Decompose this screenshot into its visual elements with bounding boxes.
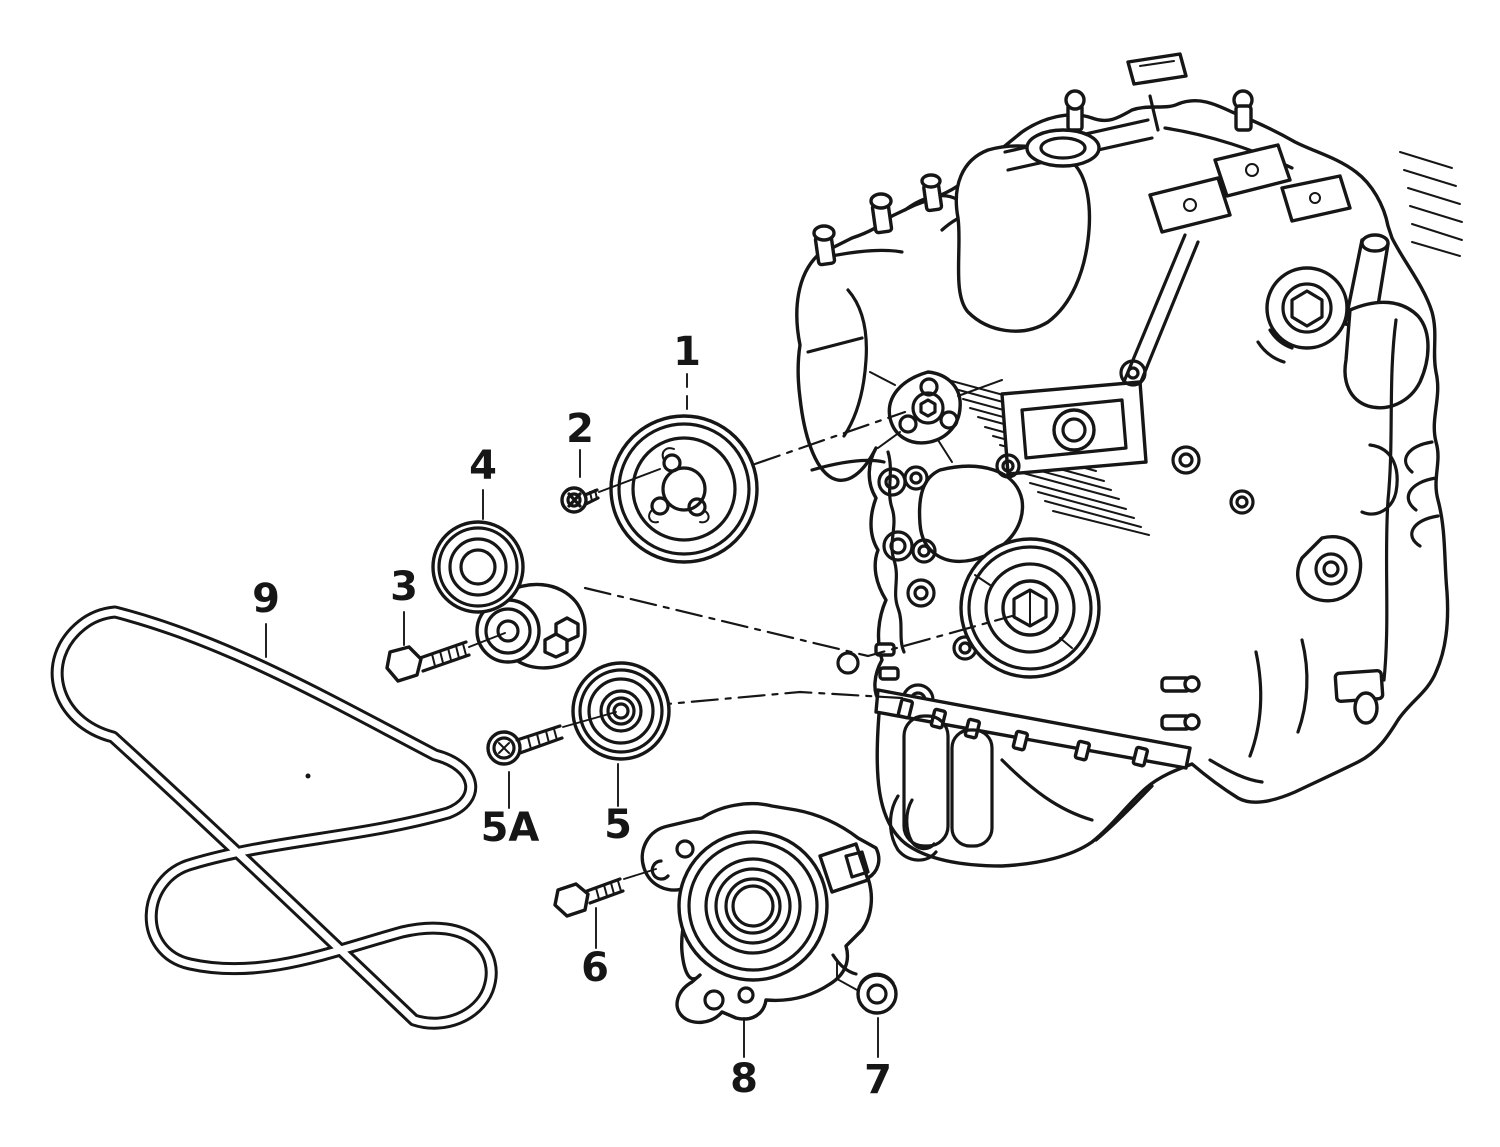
callout-4-label: 4 [469, 443, 497, 489]
tensioner-axis-line [583, 586, 1014, 658]
coolant-pump-flange [869, 370, 1003, 463]
engine-mount [1256, 233, 1430, 410]
tensioner-mounting-bolt [385, 632, 506, 683]
oil-pan-slot-left [902, 714, 950, 848]
tensioner-pulley [431, 520, 525, 614]
mount-bushing [1265, 266, 1349, 350]
engine-assembly [795, 52, 1463, 868]
callout-1-label: 1 [673, 329, 701, 375]
timing-chest-window [954, 144, 1092, 333]
alternator-ears [650, 839, 755, 1011]
idler-pulley-bolt [486, 711, 617, 766]
dipstick-handle [1126, 52, 1188, 86]
mounting-axis-lines [583, 410, 1014, 708]
ignition-coils [1148, 143, 1352, 234]
alternator-nut [836, 961, 898, 1015]
mount-bracket-arm [1343, 300, 1430, 410]
alternator [640, 802, 881, 1024]
callout-9-label: 9 [252, 576, 280, 622]
tensioner-body-bolts [543, 616, 580, 659]
gearbox-flange-details [1248, 318, 1440, 758]
coolant-pump-pulley [609, 414, 759, 564]
callout-5-label: 5 [604, 802, 632, 848]
callout-8-label: 8 [730, 1056, 758, 1102]
alternator-rear-boss [831, 953, 858, 976]
alternator-terminal [818, 842, 870, 894]
crankshaft-pulley [959, 537, 1101, 679]
tensioner-idler-pulley [475, 598, 541, 664]
alternator-mounting-bolt [553, 868, 657, 918]
pulley-fastening-bolt [560, 468, 661, 514]
idler-pulley [571, 661, 671, 761]
callout-6-label: 6 [581, 945, 609, 991]
idler-axis-line [643, 690, 904, 708]
callout-5A-label: 5A [481, 805, 540, 851]
oil-pan-slot-right [950, 728, 994, 848]
alternator-face [677, 830, 829, 982]
cylinder-head-details [1003, 52, 1294, 430]
timing-cover-plate [1000, 380, 1148, 476]
callout-3-label: 3 [390, 564, 418, 610]
cover-rib-hatching [1399, 151, 1463, 257]
callouts: 1 2 3 4 5 5A 6 7 8 9 [252, 329, 892, 1103]
pulley-keyholes [648, 447, 710, 524]
alternator-bracket-boss [874, 642, 938, 862]
belt-tensioner [431, 520, 587, 670]
print-speck [305, 773, 311, 779]
manifold-studs [812, 173, 944, 267]
callout-7-label: 7 [864, 1057, 892, 1103]
callout-2-label: 2 [566, 406, 594, 452]
bellhousing-curve [1208, 758, 1264, 784]
oil-pan [874, 675, 1201, 848]
ribbed-v-belt [50, 605, 498, 1030]
pump-pulley-axis-line [753, 410, 907, 466]
